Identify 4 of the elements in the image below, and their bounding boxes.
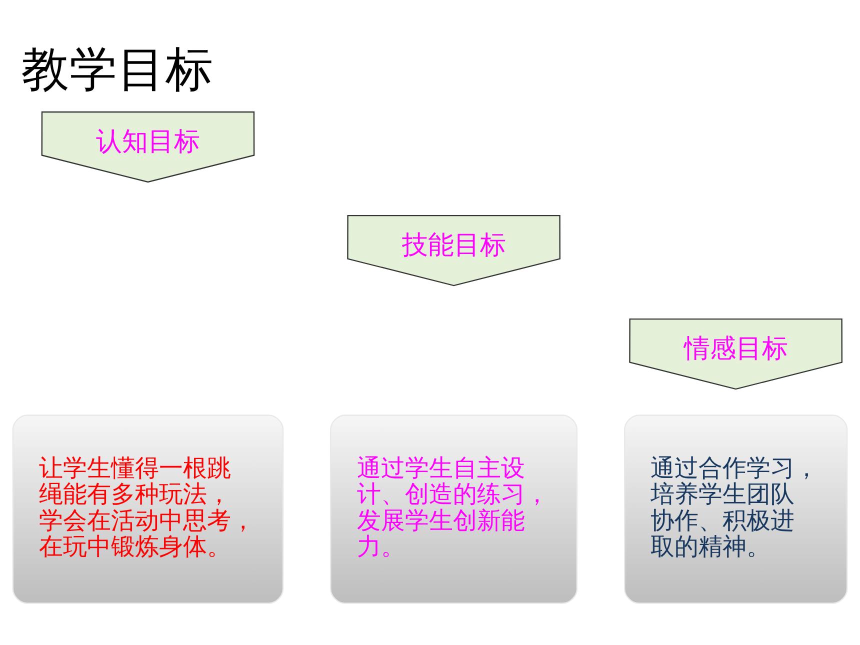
node-box: 通过合作学习，培养学生团队协作、积极进取的精神。: [624, 414, 848, 604]
node-box: 让学生懂得一根跳绳能有多种玩法，学会在活动中思考，在玩中锻炼身体。: [12, 414, 284, 604]
diagram-title: 教学目标: [22, 42, 214, 98]
node-box: 通过学生自主设计、创造的练习，发展学生创新能力。: [330, 414, 578, 604]
